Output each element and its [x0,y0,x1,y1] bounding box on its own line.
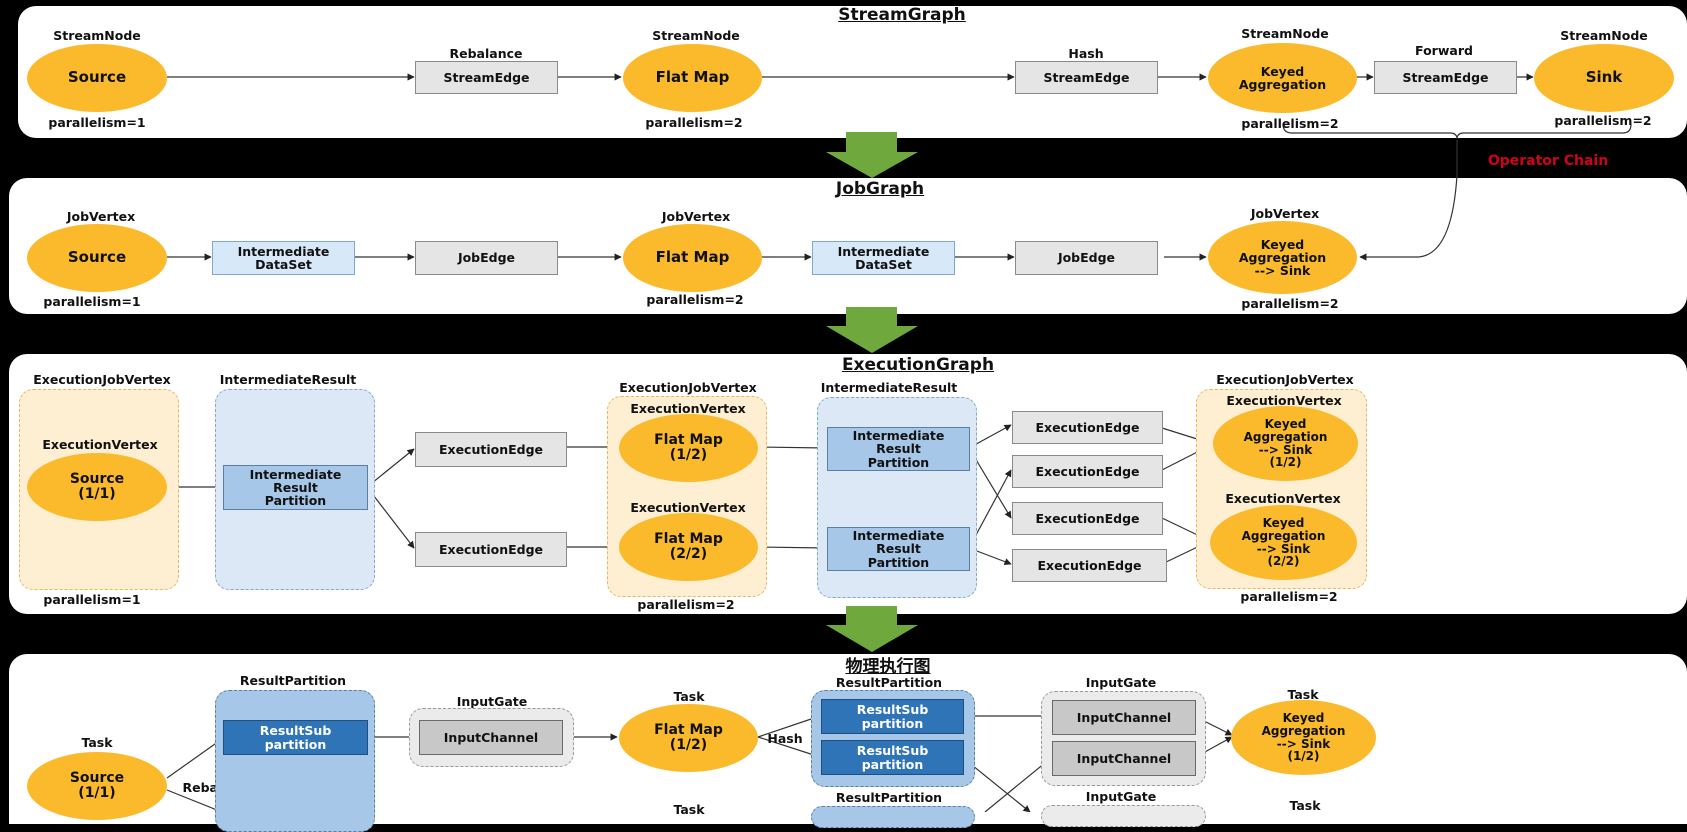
ejv-label-source: ExecutionJobVertex [33,372,171,387]
green-down-arrow-3 [826,606,918,652]
ir-label-1: IntermediateResult [219,372,357,387]
stream-edge-3: StreamEdge [1374,61,1517,94]
job-flatmap-parallelism: parallelism=2 [646,292,744,307]
phys-ig-label-2: InputGate [1085,675,1157,690]
jobvertex-label-flatmap: JobVertex [661,209,731,224]
transition-arrows [826,132,918,652]
exec-keyed-parallelism: parallelism=2 [1240,589,1338,604]
forward-label: Forward [1415,43,1473,58]
ev-label-flatmap-1: ExecutionVertex [630,401,746,416]
phys-result-subpartition-1: ResultSub partition [223,720,368,755]
executiongraph-title: ExecutionGraph [841,355,995,375]
green-down-arrow-1 [826,132,918,178]
phys-result-partition-3 [811,806,975,828]
rebalance-label: Rebalance [449,46,523,61]
stream-flatmap-parallelism: parallelism=2 [645,115,743,130]
phys-hash-label: Hash [767,731,803,746]
phys-input-channel-3: InputChannel [1052,741,1196,776]
phys-input-gate-3 [1041,805,1206,827]
job-source-parallelism: parallelism=1 [43,294,141,309]
ev-label-keyed-2: ExecutionVertex [1225,491,1341,506]
phys-task-label-keyed-2: Task [1289,798,1321,813]
operator-chain-arrow [1359,140,1458,261]
phys-flatmap-task: Flat Map (1/2) [619,704,758,772]
stream-source-parallelism: parallelism=1 [48,115,146,130]
phys-source-task: Source (1/1) [27,752,167,820]
operator-chain-label: Operator Chain [1487,153,1609,169]
phys-task-label-flatmap: Task [673,689,705,704]
operator-chain-bracket [1282,123,1632,140]
ev-label-flatmap-2: ExecutionVertex [630,500,746,515]
job-keyed-aggregation-sink-vertex: Keyed Aggregation --> Sink [1208,221,1357,294]
exec-edge-1: ExecutionEdge [415,432,567,467]
exec-edge-5: ExecutionEdge [1012,502,1163,535]
phys-rp-label-1: ResultPartition [239,673,347,688]
exec-edge-6: ExecutionEdge [1012,549,1167,582]
job-intermediate-dataset-2: Intermediate DataSet [812,241,955,275]
stream-keyed-parallelism: parallelism=2 [1241,116,1339,131]
phys-ig-label-1: InputGate [456,694,528,709]
jobgraph-title: JobGraph [835,179,925,199]
phys-task-label-keyed: Task [1287,687,1319,702]
hash-label: Hash [1068,46,1104,61]
exec-edge-4: ExecutionEdge [1012,455,1163,488]
exec-keyed-vertex-1: Keyed Aggregation --> Sink (1/2) [1213,406,1358,481]
streamgraph-title: StreamGraph [838,5,966,25]
exec-edge-3: ExecutionEdge [1012,411,1163,444]
job-edge-2: JobEdge [1015,241,1158,275]
stream-edge-2: StreamEdge [1015,61,1158,94]
exec-source-parallelism: parallelism=1 [43,592,141,607]
exec-source-vertex: Source (1/1) [27,453,167,521]
exec-edge-2: ExecutionEdge [415,532,567,567]
phys-rp-label-2: ResultPartition [835,675,943,690]
stream-sink-parallelism: parallelism=2 [1554,113,1652,128]
physical-graph-title: 物理执行图 [845,657,931,677]
ir-label-2: IntermediateResult [820,380,958,395]
phys-task-label-flatmap-2: Task [673,802,705,817]
exec-flatmap-vertex-1: Flat Map (1/2) [619,414,758,482]
phys-result-subpartition-2: ResultSub partition [821,699,964,734]
phys-rp-label-3: ResultPartition [835,790,943,805]
exec-irp-flatmap-2: Intermediate Result Partition [827,527,970,571]
stream-edge-1: StreamEdge [415,61,558,94]
streamnode-label-sink: StreamNode [1560,28,1648,43]
streamnode-label-source: StreamNode [53,28,141,43]
phys-task-label-source: Task [81,735,113,750]
phys-keyed-task: Keyed Aggregation --> Sink (1/2) [1231,700,1376,775]
exec-keyed-vertex-2: Keyed Aggregation --> Sink (2/2) [1210,505,1357,580]
job-intermediate-dataset-1: Intermediate DataSet [212,241,355,275]
ev-label-source: ExecutionVertex [42,437,158,452]
exec-flatmap-parallelism: parallelism=2 [637,597,735,612]
stream-flatmap-node: Flat Map [623,44,762,112]
phys-ig-label-3: InputGate [1085,789,1157,804]
phys-input-channel-1: InputChannel [419,720,563,755]
stream-sink-node: Sink [1534,44,1674,112]
job-source-vertex: Source [27,224,167,292]
green-down-arrow-2 [826,307,918,353]
stream-keyed-aggregation-node: Keyed Aggregation [1208,43,1357,113]
exec-irp-source: Intermediate Result Partition [223,465,368,510]
stream-source-node: Source [27,44,167,112]
phys-result-partition-1 [215,690,375,832]
phys-input-channel-2: InputChannel [1052,700,1196,735]
jobvertex-label-keyed: JobVertex [1250,206,1320,221]
jobvertex-label-source: JobVertex [66,209,136,224]
job-flatmap-vertex: Flat Map [623,224,762,292]
phys-result-subpartition-3: ResultSub partition [821,740,964,775]
ejv-label-keyed: ExecutionJobVertex [1216,372,1354,387]
ejv-label-flatmap: ExecutionJobVertex [619,380,757,395]
job-edge-1: JobEdge [415,241,558,275]
streamnode-label-flatmap: StreamNode [652,28,740,43]
ev-label-keyed-1: ExecutionVertex [1226,393,1342,408]
job-keyed-parallelism: parallelism=2 [1241,296,1339,311]
exec-irp-flatmap-1: Intermediate Result Partition [827,427,970,471]
streamnode-label-keyed: StreamNode [1241,26,1329,41]
exec-flatmap-vertex-2: Flat Map (2/2) [619,513,758,581]
